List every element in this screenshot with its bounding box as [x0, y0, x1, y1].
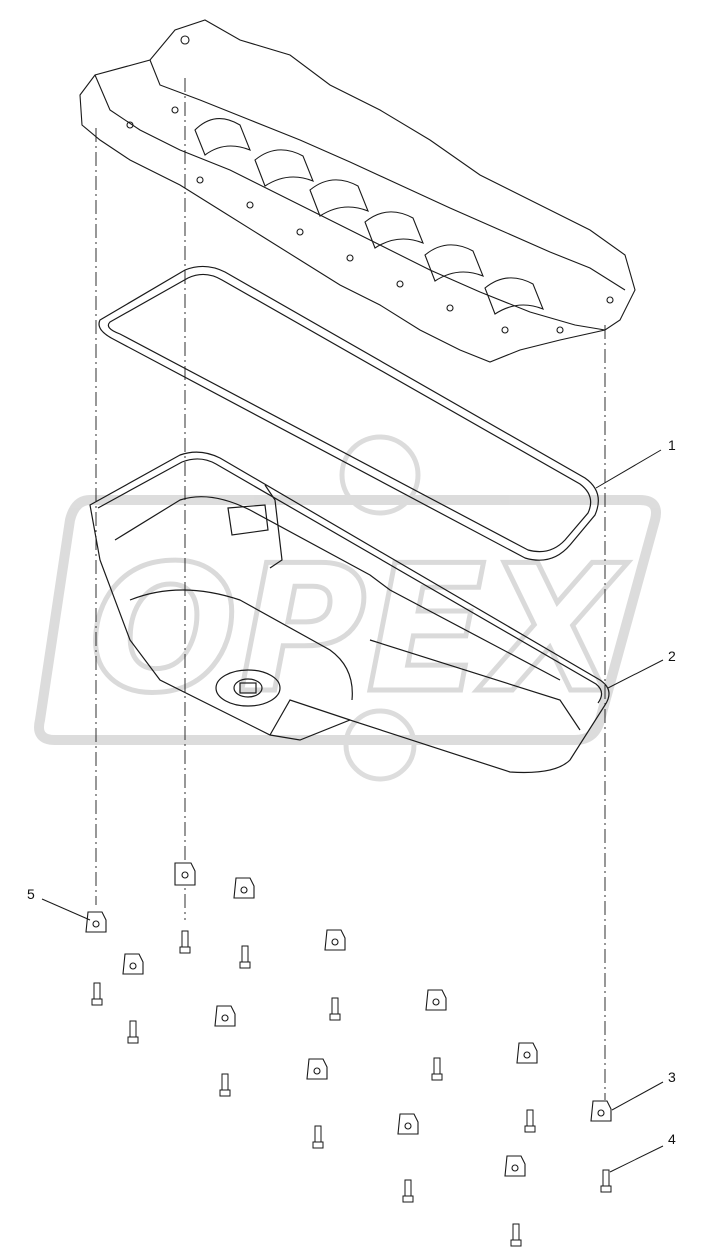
clamp-bracket — [504, 1155, 526, 1177]
clamp-bracket — [122, 953, 144, 975]
bolt — [219, 1073, 231, 1097]
bolt — [127, 1020, 139, 1044]
watermark-text: OPEX — [89, 529, 629, 732]
bolt — [239, 945, 251, 969]
callout-4: 4 — [668, 1131, 676, 1147]
bolts — [91, 930, 612, 1247]
clamp-bracket — [516, 1042, 538, 1064]
clamp-bracket — [397, 1113, 419, 1135]
bolt — [524, 1109, 536, 1133]
oil-pan-gasket — [98, 265, 599, 561]
callout-3: 3 — [668, 1069, 676, 1085]
callout-1: 1 — [668, 437, 676, 453]
clamp-bracket — [306, 1058, 328, 1080]
bolt — [402, 1179, 414, 1203]
clamp-bracket — [425, 989, 447, 1011]
callout-2: 2 — [668, 648, 676, 664]
crank-bearing-saddles — [194, 118, 544, 315]
drain-plug — [215, 669, 281, 707]
clamp-bracket — [85, 911, 107, 933]
callout-5: 5 — [27, 886, 35, 902]
clamp-brackets — [85, 862, 612, 1177]
clamp-bracket — [233, 877, 255, 899]
clamp-bracket — [174, 862, 196, 886]
bolt — [179, 930, 191, 954]
clamp-bracket — [590, 1100, 612, 1122]
watermark-logo: OPEX — [34, 434, 661, 782]
alignment-lines — [95, 78, 606, 1100]
bolt — [312, 1125, 324, 1149]
bolt — [600, 1169, 612, 1193]
bolt — [329, 997, 341, 1021]
bolt — [431, 1057, 443, 1081]
bolt — [91, 982, 103, 1006]
engine-block — [79, 19, 636, 363]
block-bolt-holes — [126, 35, 614, 334]
bolt — [510, 1223, 522, 1247]
oil-pan — [89, 451, 610, 774]
dipstick-tube — [227, 484, 283, 569]
clamp-bracket — [214, 1005, 236, 1027]
callout-leaders — [41, 449, 664, 1173]
clamp-bracket — [324, 929, 346, 951]
